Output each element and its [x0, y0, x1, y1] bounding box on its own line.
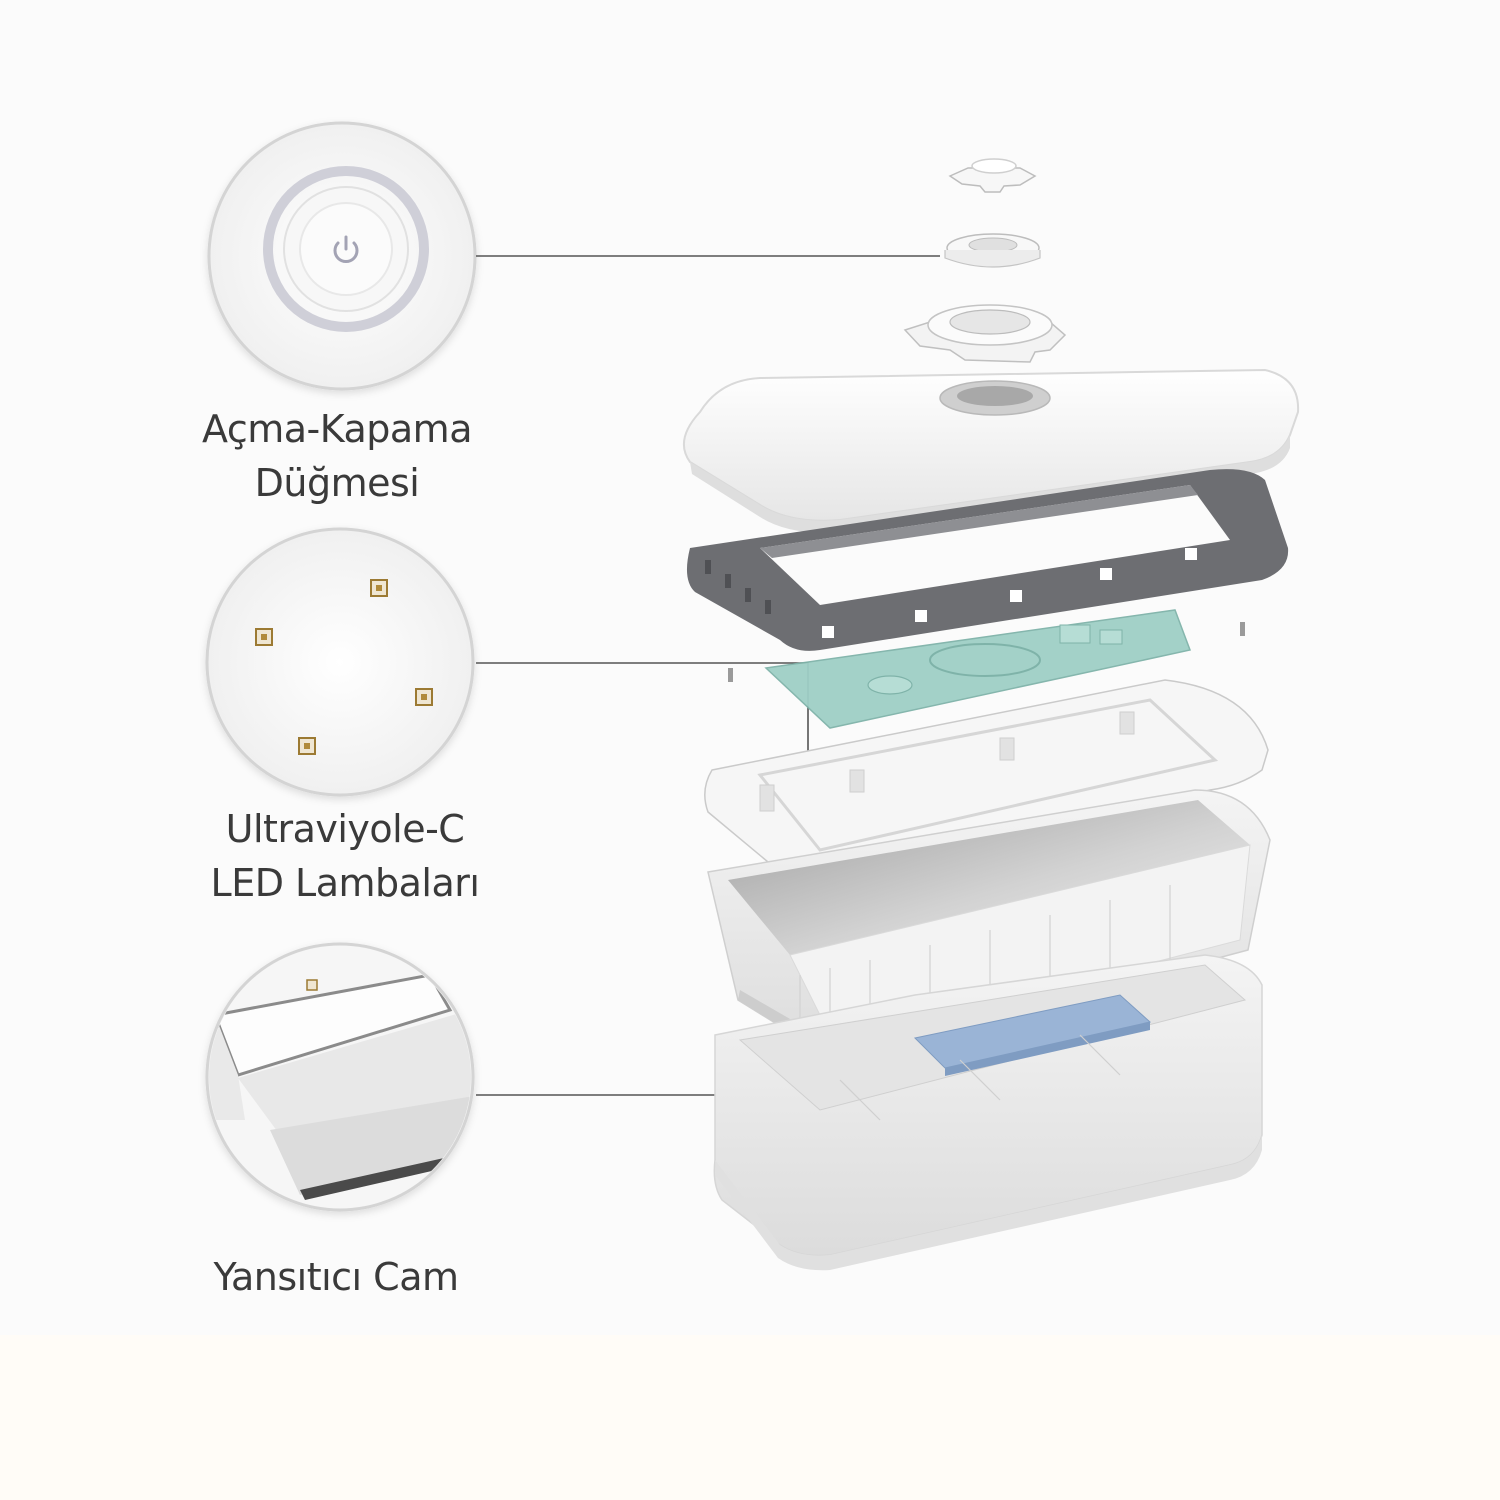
label-power-button-line2: Düğmesi: [254, 461, 420, 505]
led-chip-icon: [298, 737, 316, 755]
bottom-band: [0, 1335, 1500, 1500]
battery: [913, 994, 1152, 1076]
led-chip-icon: [415, 688, 433, 706]
base-housing: [713, 954, 1263, 1271]
label-uvc-leds: Ultraviyole-C LED Lambaları: [135, 802, 555, 910]
led-chip-icon: [370, 579, 388, 597]
led-chip-icon: [255, 628, 273, 646]
label-uvc-leds-line1: Ultraviyole-C: [225, 807, 465, 851]
label-reflective-glass-line1: Yansıtıcı Cam: [213, 1255, 459, 1299]
steel-chamber: [707, 789, 1271, 1061]
label-reflective-glass: Yansıtıcı Cam: [126, 1250, 546, 1304]
detail-circle-uvc-leds: [205, 527, 475, 797]
label-power-button: Açma-Kapama Düğmesi: [127, 402, 547, 510]
mount-ring: [903, 304, 1067, 363]
detail-circle-power-button: [207, 121, 477, 391]
button-ring: [944, 233, 1041, 268]
label-uvc-leds-line2: LED Lambaları: [210, 861, 480, 905]
label-power-button-line1: Açma-Kapama: [202, 407, 472, 451]
detail-circle-reflective-glass: [205, 942, 475, 1212]
gasket-frame: [686, 469, 1289, 651]
screws: [728, 622, 1245, 682]
power-icon: [333, 235, 359, 263]
top-cap: [948, 158, 1037, 193]
inner-tray: [704, 679, 1269, 883]
circuit-board: [764, 609, 1192, 729]
